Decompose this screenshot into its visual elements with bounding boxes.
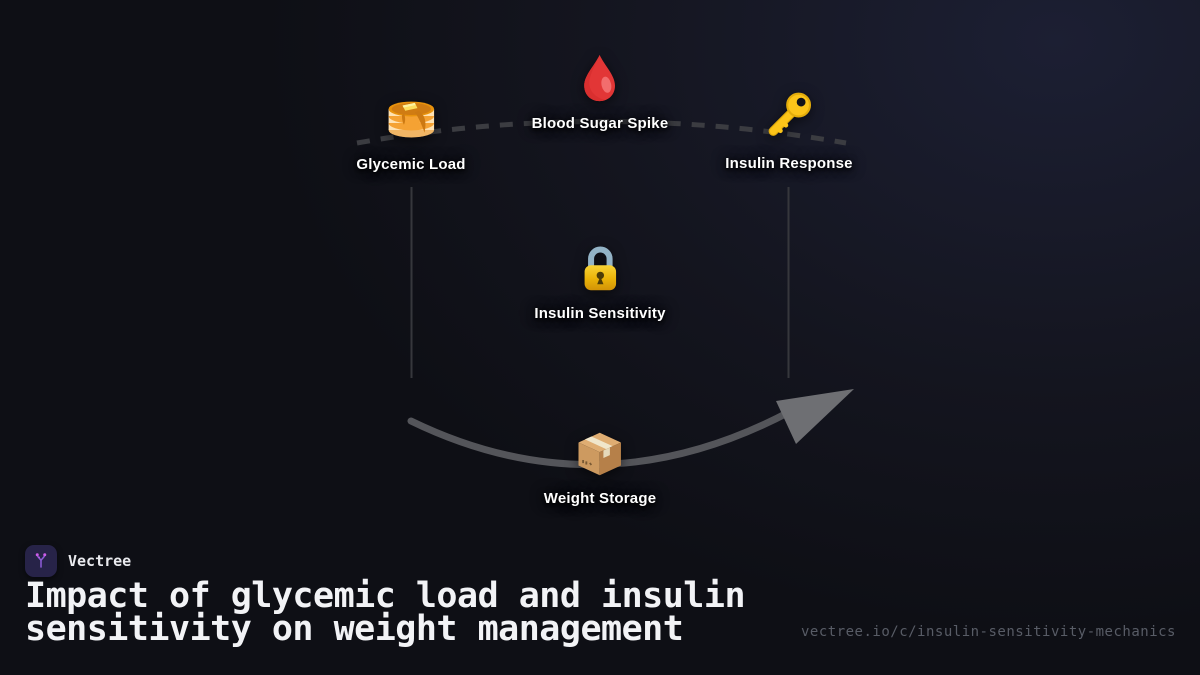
node-label: Glycemic Load	[356, 156, 466, 173]
node-label: Insulin Sensitivity	[534, 305, 666, 322]
node-blood-sugar-spike: Blood Sugar Spike	[532, 53, 669, 132]
key-icon	[768, 92, 811, 136]
node-insulin-sensitivity: Insulin Sensitivity	[534, 243, 665, 322]
arrowhead	[776, 389, 854, 444]
blood-drop-icon	[584, 54, 616, 102]
title-line-2: sensitivity on weight management	[25, 609, 684, 649]
page-title: Impact of glycemic load and insulin sens…	[25, 576, 746, 649]
title-line-1: Impact of glycemic load and insulin	[25, 576, 746, 616]
node-insulin-response: Insulin Response	[725, 89, 852, 172]
brand-row: Vectree	[25, 545, 131, 577]
package-icon	[578, 432, 622, 476]
node-weight-storage: Weight Storage	[544, 430, 657, 507]
dashed-top-arc	[356, 119, 847, 146]
pancakes-icon	[388, 101, 434, 138]
node-glycemic-load: Glycemic Load	[356, 88, 465, 173]
brand-name: Vectree	[68, 552, 132, 570]
lock-icon	[584, 246, 616, 291]
page-url: vectree.io/c/insulin-sensitivity-mechani…	[800, 624, 1176, 640]
node-label: Weight Storage	[543, 490, 657, 507]
vectree-branch-icon	[35, 553, 47, 568]
vectree-logo	[25, 545, 57, 577]
node-label: Insulin Response	[725, 155, 853, 172]
node-label: Blood Sugar Spike	[531, 115, 669, 132]
